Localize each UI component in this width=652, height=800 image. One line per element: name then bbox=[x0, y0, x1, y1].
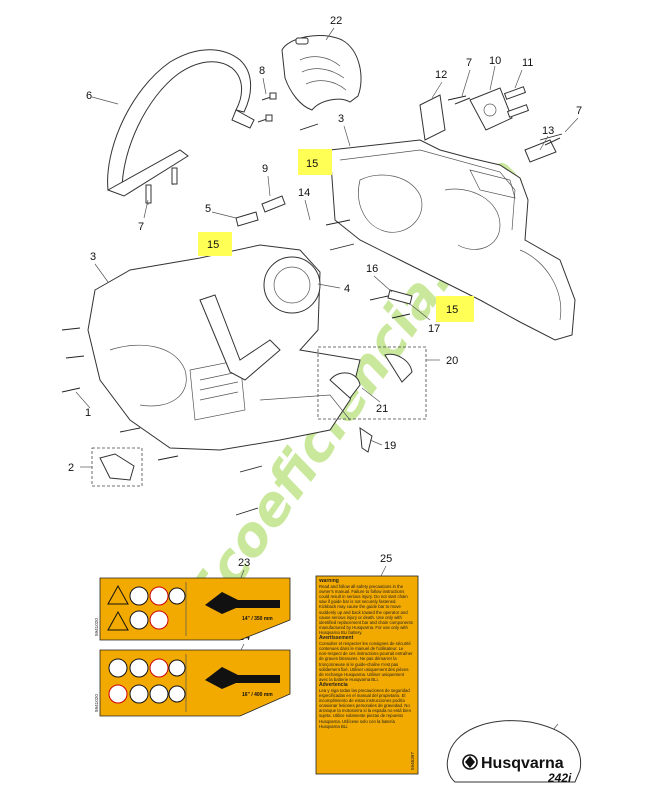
decal-23-icons bbox=[108, 658, 186, 704]
husqvarna-logo-icon bbox=[462, 754, 478, 770]
warning-label-24: Warning Read and follow all safety preca… bbox=[315, 565, 419, 775]
screws-8 bbox=[257, 92, 277, 123]
warning-text-fr: Consulter et respecter les consignes de … bbox=[319, 641, 413, 682]
highlight-15-top bbox=[298, 149, 332, 175]
chainsaw-icon bbox=[205, 592, 280, 614]
callout-3-left: 3 bbox=[90, 251, 96, 263]
callout-9: 9 bbox=[262, 163, 268, 175]
callout-24: 25 bbox=[380, 553, 392, 565]
nameplate-25: Husqvarna 242i bbox=[446, 720, 582, 785]
housing-left bbox=[87, 244, 361, 451]
callout-3-top: 3 bbox=[338, 113, 344, 125]
warning-code: 5946397 bbox=[410, 752, 415, 770]
callout-7-top: 7 bbox=[466, 57, 472, 69]
decal-22: 14" / 350 mm 5941020 bbox=[94, 569, 291, 641]
callout-4: 5 bbox=[205, 203, 211, 215]
decal-23-code: 5941020 bbox=[94, 694, 99, 712]
screws bbox=[61, 95, 563, 516]
callout-7-right: 7 bbox=[576, 105, 582, 117]
callout-13: 13 bbox=[542, 125, 554, 137]
housing-right bbox=[329, 139, 576, 341]
callout-2: 2 bbox=[68, 462, 74, 474]
decal-22-code: 5941020 bbox=[94, 618, 99, 636]
callout-19: 19 bbox=[384, 440, 396, 452]
leader-lines bbox=[75, 27, 579, 468]
decal-22-dim: 14" / 350 mm bbox=[242, 616, 273, 622]
top-cover bbox=[281, 34, 362, 111]
decal-23-dim: 16" / 400 mm bbox=[242, 692, 273, 698]
small-parts-4-9 bbox=[235, 195, 286, 227]
callout-18: 22 bbox=[330, 15, 342, 27]
callout-15-top: 15 bbox=[306, 158, 318, 170]
callout-15-mid: 15 bbox=[207, 239, 219, 251]
callout-22: 23 bbox=[238, 557, 250, 569]
callout-5: 4 bbox=[344, 283, 350, 295]
callout-8: 8 bbox=[259, 65, 265, 77]
part-2 bbox=[91, 447, 143, 487]
callout-16: 16 bbox=[366, 263, 378, 275]
warning-heading: Warning bbox=[319, 579, 339, 584]
highlight-15-mid bbox=[198, 232, 232, 256]
small-parts-16-21-19 bbox=[317, 289, 427, 453]
callout-15-right: 15 bbox=[446, 304, 458, 316]
callout-11: 11 bbox=[522, 57, 533, 69]
decal-22-icons bbox=[107, 584, 186, 631]
highlight-15-right bbox=[436, 296, 474, 322]
nameplate-brand: Husqvarna bbox=[481, 755, 564, 772]
callout-12: 12 bbox=[435, 69, 447, 81]
warning-heading-es: Advertencia bbox=[319, 681, 348, 688]
chainsaw-icon bbox=[205, 667, 280, 689]
callout-1: 1 bbox=[85, 407, 91, 419]
chain-brake-parts bbox=[419, 86, 561, 163]
callout-21: 21 bbox=[376, 403, 388, 415]
front-handle bbox=[106, 49, 255, 206]
warning-heading-fr: Avertissement bbox=[319, 635, 354, 642]
warning-text-en: Read and follow all safety precautions i… bbox=[319, 584, 413, 635]
callout-7-left: 7 bbox=[138, 221, 144, 233]
callout-6: 6 bbox=[86, 90, 92, 102]
warning-text-es: Lea y siga todas las precauciones de seg… bbox=[319, 687, 411, 729]
callout-14: 14 bbox=[298, 187, 310, 199]
decal-23: 16" / 400 mm 5941020 bbox=[94, 643, 291, 717]
nameplate-model: 242i bbox=[547, 771, 572, 785]
callout-10: 10 bbox=[489, 55, 501, 67]
callout-17: 17 bbox=[428, 323, 440, 335]
callout-20: 20 bbox=[446, 355, 458, 367]
